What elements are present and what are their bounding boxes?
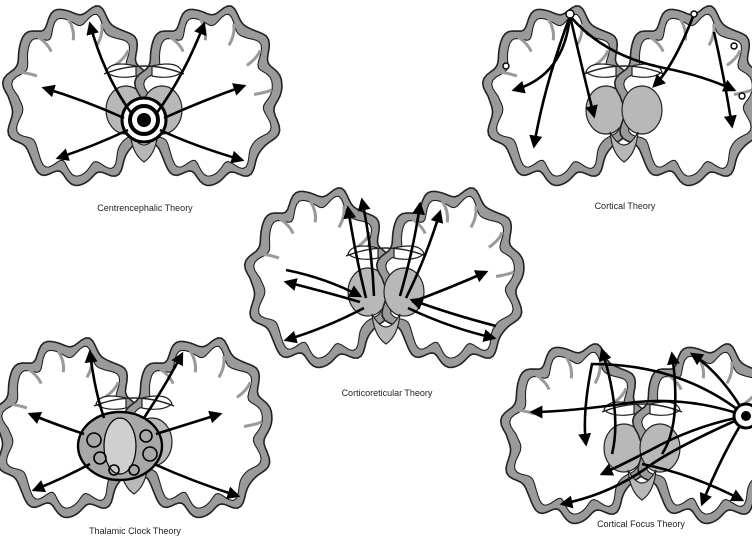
- caption-centrencephalic: Centrencephalic Theory: [60, 203, 230, 213]
- brain-thalamic-clock: [0, 330, 300, 530]
- thalamus: [622, 86, 662, 134]
- brain-cortical-focus: [494, 336, 752, 536]
- ventricle: [348, 246, 378, 259]
- brain-section: [483, 6, 752, 186]
- diagram-thalamic-clock: [0, 330, 300, 530]
- brain-centrencephalic: [0, 0, 300, 200]
- diagram-centrencephalic: [0, 0, 300, 200]
- ventricle: [586, 64, 616, 77]
- brain-cortical: [472, 0, 752, 200]
- caption-cortical-focus: Cortical Focus Theory: [566, 519, 716, 529]
- diagram-cortical: [472, 0, 752, 200]
- caption-cortical: Cortical Theory: [550, 201, 700, 211]
- ventricle: [106, 64, 136, 77]
- ventricle: [152, 64, 182, 77]
- caption-corticoreticular: Corticoreticular Theory: [312, 388, 462, 398]
- brain-section: [501, 344, 752, 524]
- caption-thalamic-clock: Thalamic Clock Theory: [60, 526, 210, 536]
- diagram-cortical-focus: [494, 336, 752, 536]
